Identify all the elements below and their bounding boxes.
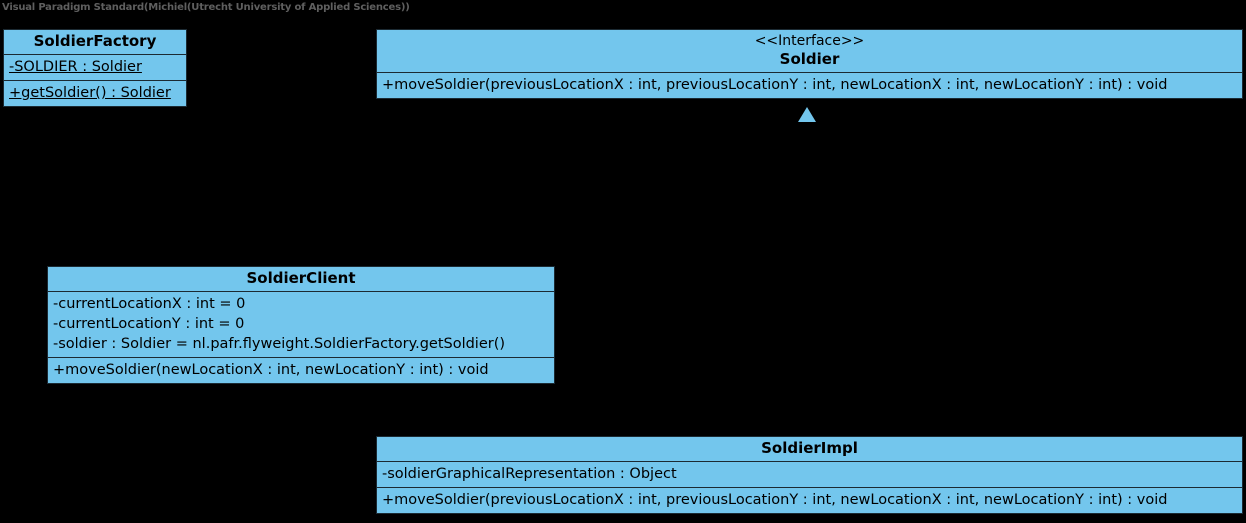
uml-class-soldier-impl[interactable]: SoldierImpl -soldierGraphicalRepresentat… (376, 436, 1243, 514)
uml-class-soldier-client[interactable]: SoldierClient -currentLocationX : int = … (47, 266, 555, 384)
class-title-soldier: Soldier (779, 50, 840, 68)
class-name-soldier: <<Interface>> Soldier (377, 30, 1242, 73)
operations-compartment-soldier-factory: +getSoldier() : Soldier (4, 81, 186, 106)
operation-move-soldier-impl: +moveSoldier(previousLocationX : int, pr… (382, 492, 1168, 508)
operation-move-soldier-client: +moveSoldier(newLocationX : int, newLoca… (53, 362, 489, 378)
stereotype-interface: <<Interface>> (754, 33, 865, 49)
class-name-soldier-client: SoldierClient (48, 267, 554, 292)
attributes-compartment-soldier-factory: -SOLDIER : Soldier (4, 55, 186, 81)
attributes-compartment-soldier-client: -currentLocationX : int = 0 -currentLoca… (48, 292, 554, 358)
uml-class-soldier[interactable]: <<Interface>> Soldier +moveSoldier(previ… (376, 29, 1243, 99)
class-name-soldier-impl: SoldierImpl (377, 437, 1242, 462)
watermark-label: Visual Paradigm Standard(Michiel(Utrecht… (2, 2, 410, 13)
operations-compartment-soldier-impl: +moveSoldier(previousLocationX : int, pr… (377, 488, 1242, 513)
operation-move-soldier: +moveSoldier(previousLocationX : int, pr… (382, 77, 1168, 93)
attribute-current-location-y: -currentLocationY : int = 0 (53, 316, 245, 332)
attribute-soldier-graphical-representation: -soldierGraphicalRepresentation : Object (382, 466, 677, 482)
attribute-soldier-ref: -soldier : Soldier = nl.pafr.flyweight.S… (53, 336, 506, 352)
attributes-compartment-soldier-impl: -soldierGraphicalRepresentation : Object (377, 462, 1242, 488)
class-name-soldier-factory: SoldierFactory (4, 30, 186, 55)
realization-arrowhead-icon (798, 107, 816, 122)
attribute-current-location-x: -currentLocationX : int = 0 (53, 296, 246, 312)
operation-get-soldier: +getSoldier() : Soldier (9, 85, 171, 101)
attribute-soldier: -SOLDIER : Soldier (9, 59, 142, 75)
operations-compartment-soldier: +moveSoldier(previousLocationX : int, pr… (377, 73, 1242, 98)
uml-class-soldier-factory[interactable]: SoldierFactory -SOLDIER : Soldier +getSo… (3, 29, 187, 107)
operations-compartment-soldier-client: +moveSoldier(newLocationX : int, newLoca… (48, 358, 554, 383)
